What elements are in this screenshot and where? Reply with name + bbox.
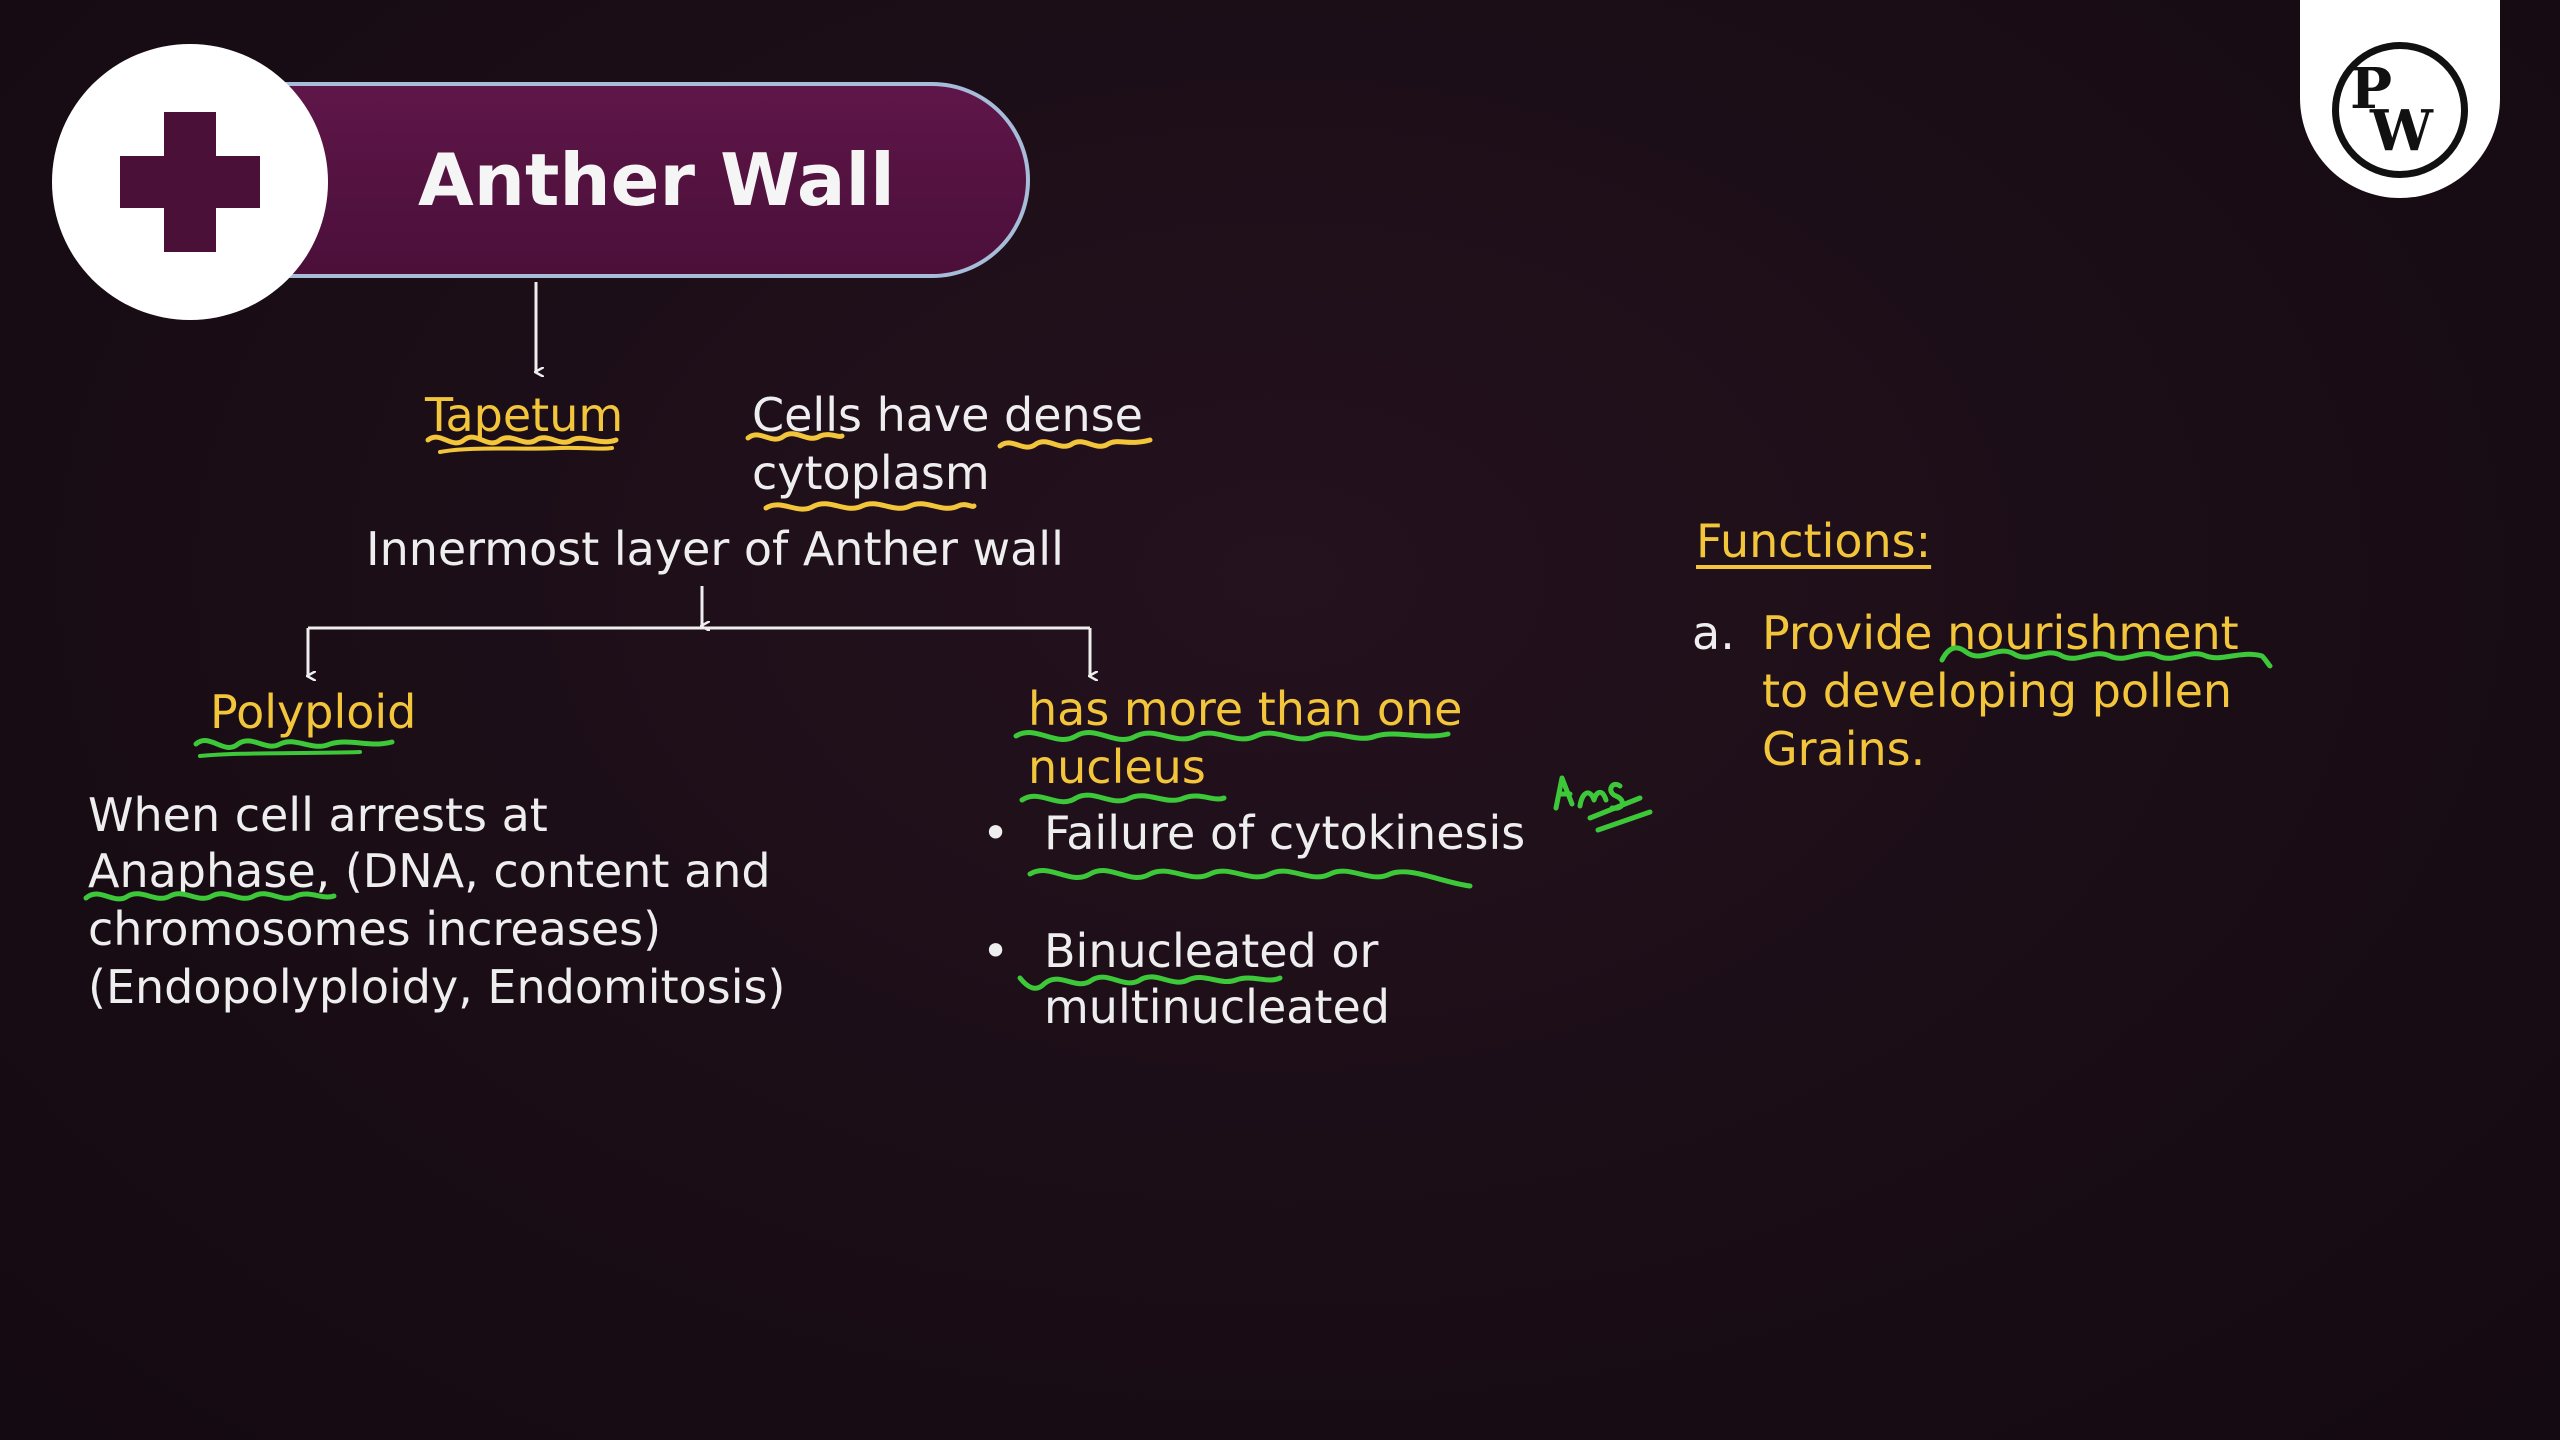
bullet-2-line1: Binucleated or (1044, 924, 1379, 978)
logo-letter-w: W (2370, 98, 2433, 164)
tapetum-definition: Innermost layer of Anther wall (366, 522, 1064, 576)
underline-binucleated (1017, 974, 1283, 991)
page-title: Anther Wall (418, 138, 895, 222)
functions-heading: Functions: (1696, 514, 1932, 568)
bullet-2-line2: multinucleated (1044, 980, 1390, 1034)
title-banner (250, 82, 1030, 278)
underline-cytoplasm (763, 501, 977, 512)
polyploid-line-1: When cell arrests at (88, 788, 548, 842)
multinucleate-label-line1: has more than one (1028, 682, 1463, 736)
function-line-2: to developing pollen (1762, 664, 2233, 718)
underline-polyploid (193, 738, 395, 750)
underline-anaphase (83, 891, 337, 902)
underline-tapetum (425, 434, 619, 446)
ans-underline-2 (1595, 809, 1653, 833)
multinucleate-label-line2: nucleus (1028, 740, 1206, 794)
underline-nourishment (1939, 645, 2273, 669)
tapetum-description-line1: Cells have dense (752, 388, 1143, 442)
bullet-1-text: Failure of cytokinesis (1044, 806, 1526, 860)
ans-underline-1 (1587, 795, 1643, 821)
function-line-3: Grains. (1762, 722, 1926, 776)
bullet-icon: • (982, 924, 1010, 978)
underline-tapetum-2 (438, 445, 614, 454)
function-marker: a. (1692, 606, 1735, 660)
polyploid-line-3: chromosomes increases) (88, 902, 662, 956)
bullet-icon: • (982, 806, 1010, 860)
underline-dense (997, 437, 1153, 450)
polyploid-label: Polyploid (210, 685, 417, 739)
underline-nucleus (1019, 792, 1227, 805)
underline-polyploid-2 (198, 750, 362, 758)
tapetum-label: Tapetum (425, 388, 624, 442)
polyploid-line-4: (Endopolyploidy, Endomitosis) (88, 960, 786, 1014)
plus-icon (52, 44, 328, 320)
underline-cells (745, 431, 845, 442)
polyploid-line-2: Anaphase, (DNA, content and (88, 844, 771, 898)
underline-failure (1027, 868, 1473, 889)
ans-handwriting (1553, 775, 1625, 811)
logo-letter-p: P (2350, 56, 2393, 122)
pw-logo-icon: P W (2300, 0, 2500, 198)
tapetum-description-line2: cytoplasm (752, 446, 990, 500)
underline-has-more (1013, 730, 1451, 742)
